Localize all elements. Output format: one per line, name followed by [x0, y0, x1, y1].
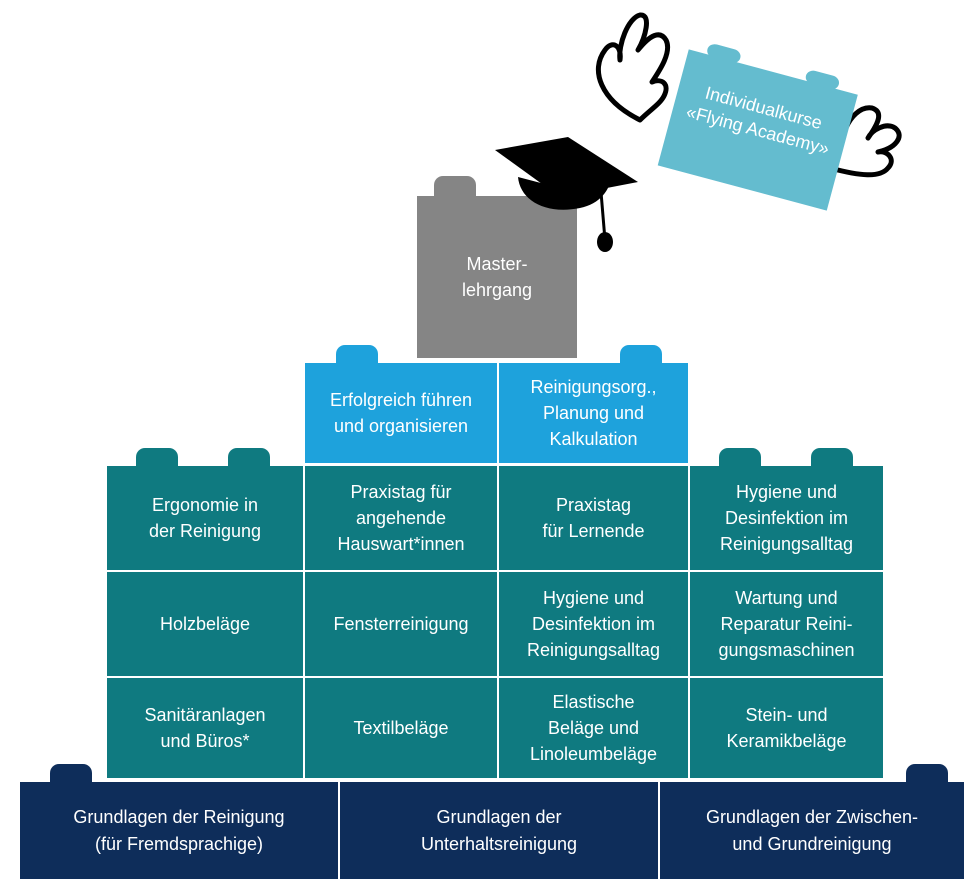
grid-stud-1	[136, 448, 178, 468]
base-left-brick: Grundlagen der Reinigung (für Fremdsprac…	[20, 782, 338, 879]
left-wing-icon	[595, 12, 670, 123]
grid-r1-c4: Hygiene und Desinfektion im Reinigungsal…	[690, 466, 883, 570]
grid-r2-c3: Hygiene und Desinfektion im Reinigungsal…	[499, 572, 688, 676]
grid-r2-c4: Wartung und Reparatur Reini- gungsmaschi…	[690, 572, 883, 676]
grid-r2-c1: Holzbeläge	[107, 572, 303, 676]
level3-stud-left	[336, 345, 378, 365]
master-brick: Master- lehrgang	[417, 196, 577, 358]
grid-stud-3	[719, 448, 761, 468]
grid-r3-c1: Sanitäranlagen und Büros*	[107, 678, 303, 778]
grid-r1-c1: Ergonomie in der Reinigung	[107, 466, 303, 570]
level3-right-brick: Reinigungsorg., Planung und Kalkulation	[499, 363, 688, 463]
master-label: Master- lehrgang	[461, 253, 533, 300]
base-stud-right	[906, 764, 948, 784]
level3-left-brick: Erfolgreich führen und organisieren	[305, 363, 497, 463]
grid-r1-c3: Praxistag für Lernende	[499, 466, 688, 570]
grid-stud-2	[228, 448, 270, 468]
level3-stud-right	[620, 345, 662, 365]
grid-stud-4	[811, 448, 853, 468]
grid-r3-c3: Elastische Beläge und Linoleumbeläge	[499, 678, 688, 778]
grid-r2-c2: Fensterreinigung	[305, 572, 497, 676]
base-middle-brick: Grundlagen der Unterhaltsreinigung	[340, 782, 658, 879]
level3-left-label: Erfolgreich führen und organisieren	[329, 389, 473, 436]
level3-right-label: Reinigungsorg., Planung und Kalkulation	[530, 376, 657, 450]
grid-r1-c2: Praxistag für angehende Hauswart*innen	[305, 466, 497, 570]
grid-r3-c2: Textilbeläge	[305, 678, 497, 778]
grid-r3-c4: Stein- und Keramikbeläge	[690, 678, 883, 778]
base-right-brick: Grundlagen der Zwischen- und Grundreinig…	[660, 782, 964, 879]
base-stud-left	[50, 764, 92, 784]
master-stud	[434, 176, 476, 198]
